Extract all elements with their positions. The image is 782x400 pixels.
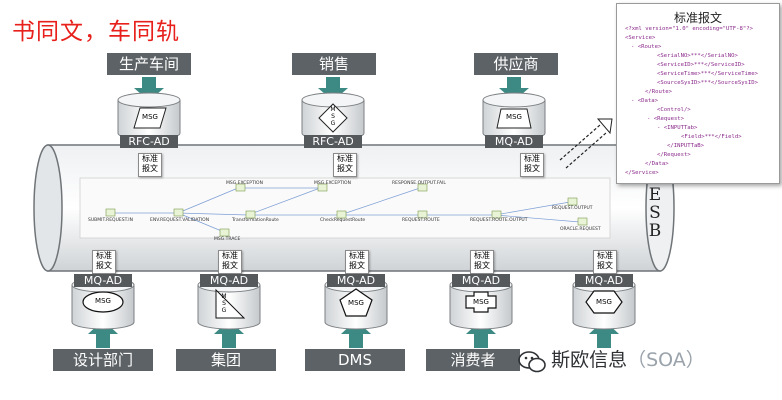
adapter-label: MQ-AD bbox=[200, 274, 258, 287]
xml-line: </Data> bbox=[645, 161, 669, 167]
adapter-label: MQ-AD bbox=[74, 274, 132, 287]
msg-triangle-shape bbox=[215, 288, 246, 319]
system-label: 供应商 bbox=[474, 53, 558, 75]
msg-hexagon-shape bbox=[585, 290, 623, 314]
system-label: 集团 bbox=[176, 349, 276, 371]
xml-line: <Control/> bbox=[657, 107, 691, 113]
msg-diamond-shape bbox=[318, 103, 348, 133]
adapter-label: MQ-AD bbox=[452, 274, 510, 287]
standard-message-doc: 标准报文 bbox=[520, 153, 544, 177]
system-label: 设计部门 bbox=[53, 349, 153, 371]
xml-panel-title: 标准报文 bbox=[673, 11, 722, 25]
xml-line: - <Data> bbox=[631, 98, 658, 104]
flow-node-label: REQUEST.OUTPUT bbox=[552, 206, 593, 211]
xml-line: - <Request> bbox=[647, 116, 685, 122]
system-label: 消费者 bbox=[426, 349, 520, 371]
xml-line: <Service> bbox=[625, 35, 656, 41]
msg-label: MSG bbox=[596, 298, 612, 306]
msg-label: MSG bbox=[506, 113, 522, 121]
adapter-label: MQ-AD bbox=[485, 135, 543, 148]
adapter-label: MQ-AD bbox=[327, 274, 385, 287]
standard-message-doc: 标准报文 bbox=[138, 153, 162, 177]
msg-ellipse-shape bbox=[82, 291, 124, 313]
system-label: 销售 bbox=[292, 53, 376, 75]
xml-line: - <INPUTTab> bbox=[657, 125, 698, 131]
msg-trapezoid-shape bbox=[496, 108, 532, 129]
xml-line: </Service> bbox=[625, 170, 659, 176]
system-label: 生产车间 bbox=[107, 53, 191, 75]
standard-message-xml-panel: 标准报文 <?xml version="1.0" encoding="UTF-8… bbox=[616, 3, 780, 184]
msg-label: MSG bbox=[142, 113, 158, 121]
msg-label: MSG bbox=[95, 297, 111, 305]
flow-node-label: MSG.TRACE bbox=[214, 237, 241, 242]
xml-line: </Route> bbox=[645, 89, 672, 95]
standard-message-doc: 标准报文 bbox=[470, 250, 494, 274]
adapter-label: RFC-AD bbox=[304, 135, 362, 148]
standard-message-doc: 标准报文 bbox=[345, 250, 369, 274]
flow-node-label: REQUEST.ROUTE bbox=[402, 218, 440, 223]
xml-line: </INPUTTaB> bbox=[667, 143, 705, 149]
flow-panel bbox=[79, 177, 611, 239]
standard-message-doc: 标准报文 bbox=[333, 153, 357, 177]
flow-node-label: ORACLE.REQUEST bbox=[560, 227, 601, 232]
xml-line: - <Route> bbox=[631, 44, 662, 50]
flow-node-label: TransformationRoute bbox=[232, 218, 279, 223]
flow-node-label: ENV.REQUEST.VALIDATION bbox=[150, 218, 210, 223]
standard-message-doc: 标准报文 bbox=[593, 250, 617, 274]
watermark: 斯欧信息（SOA） bbox=[518, 345, 705, 374]
xml-line: <SerialNO>***</SerialNO> bbox=[657, 53, 738, 59]
top-msg-shapes bbox=[133, 103, 532, 133]
xml-line: <SourceSysID>***</SourceSysID> bbox=[657, 80, 759, 86]
standard-message-doc: 标准报文 bbox=[218, 250, 242, 274]
standard-message-doc: 标准报文 bbox=[92, 250, 116, 274]
adapter-label: MQ-AD bbox=[575, 274, 633, 287]
msg-pentagon-shape bbox=[339, 288, 373, 317]
adapter-label: RFC-AD bbox=[120, 135, 178, 148]
flow-node-label: SUBMIT.REQUEST.IN bbox=[88, 218, 133, 223]
bottom-msg-shapes bbox=[82, 288, 623, 319]
xml-line: <ServiceID>***</ServiceID> bbox=[657, 62, 745, 68]
wechat-icon bbox=[518, 350, 546, 372]
msg-label: MSG bbox=[473, 298, 489, 306]
msg-cross-shape bbox=[465, 291, 497, 313]
msg-label: MSG bbox=[348, 299, 364, 307]
xml-line: <ServiceTime>***</ServiceTime> bbox=[657, 71, 759, 77]
flow-node-label: RESPONSE.OUTPUT.FAIL bbox=[392, 181, 446, 186]
flow-node-label: MSG.EXCEPTION bbox=[314, 181, 351, 186]
flow-node-label: REQUEST.ROUTE.OUTPUT bbox=[470, 218, 528, 223]
dashed-callout-arrow bbox=[559, 118, 613, 169]
system-label: DMS bbox=[305, 349, 405, 371]
watermark-suffix: （SOA） bbox=[627, 349, 705, 371]
flow-node-label: CheckRequestRoute bbox=[320, 218, 366, 223]
xml-line: </Request> bbox=[657, 152, 691, 158]
flow-node-label: MSG.EXCEPTION bbox=[226, 181, 263, 186]
watermark-brand: 斯欧信息 bbox=[551, 349, 628, 371]
msg-parallelogram-shape bbox=[133, 107, 167, 129]
xml-line: <Field>***</Field> bbox=[681, 134, 742, 140]
xml-line: <?xml version="1.0" encoding="UTF-8"?> bbox=[625, 26, 753, 32]
page-title: 书同文，车同轨 bbox=[12, 19, 180, 45]
